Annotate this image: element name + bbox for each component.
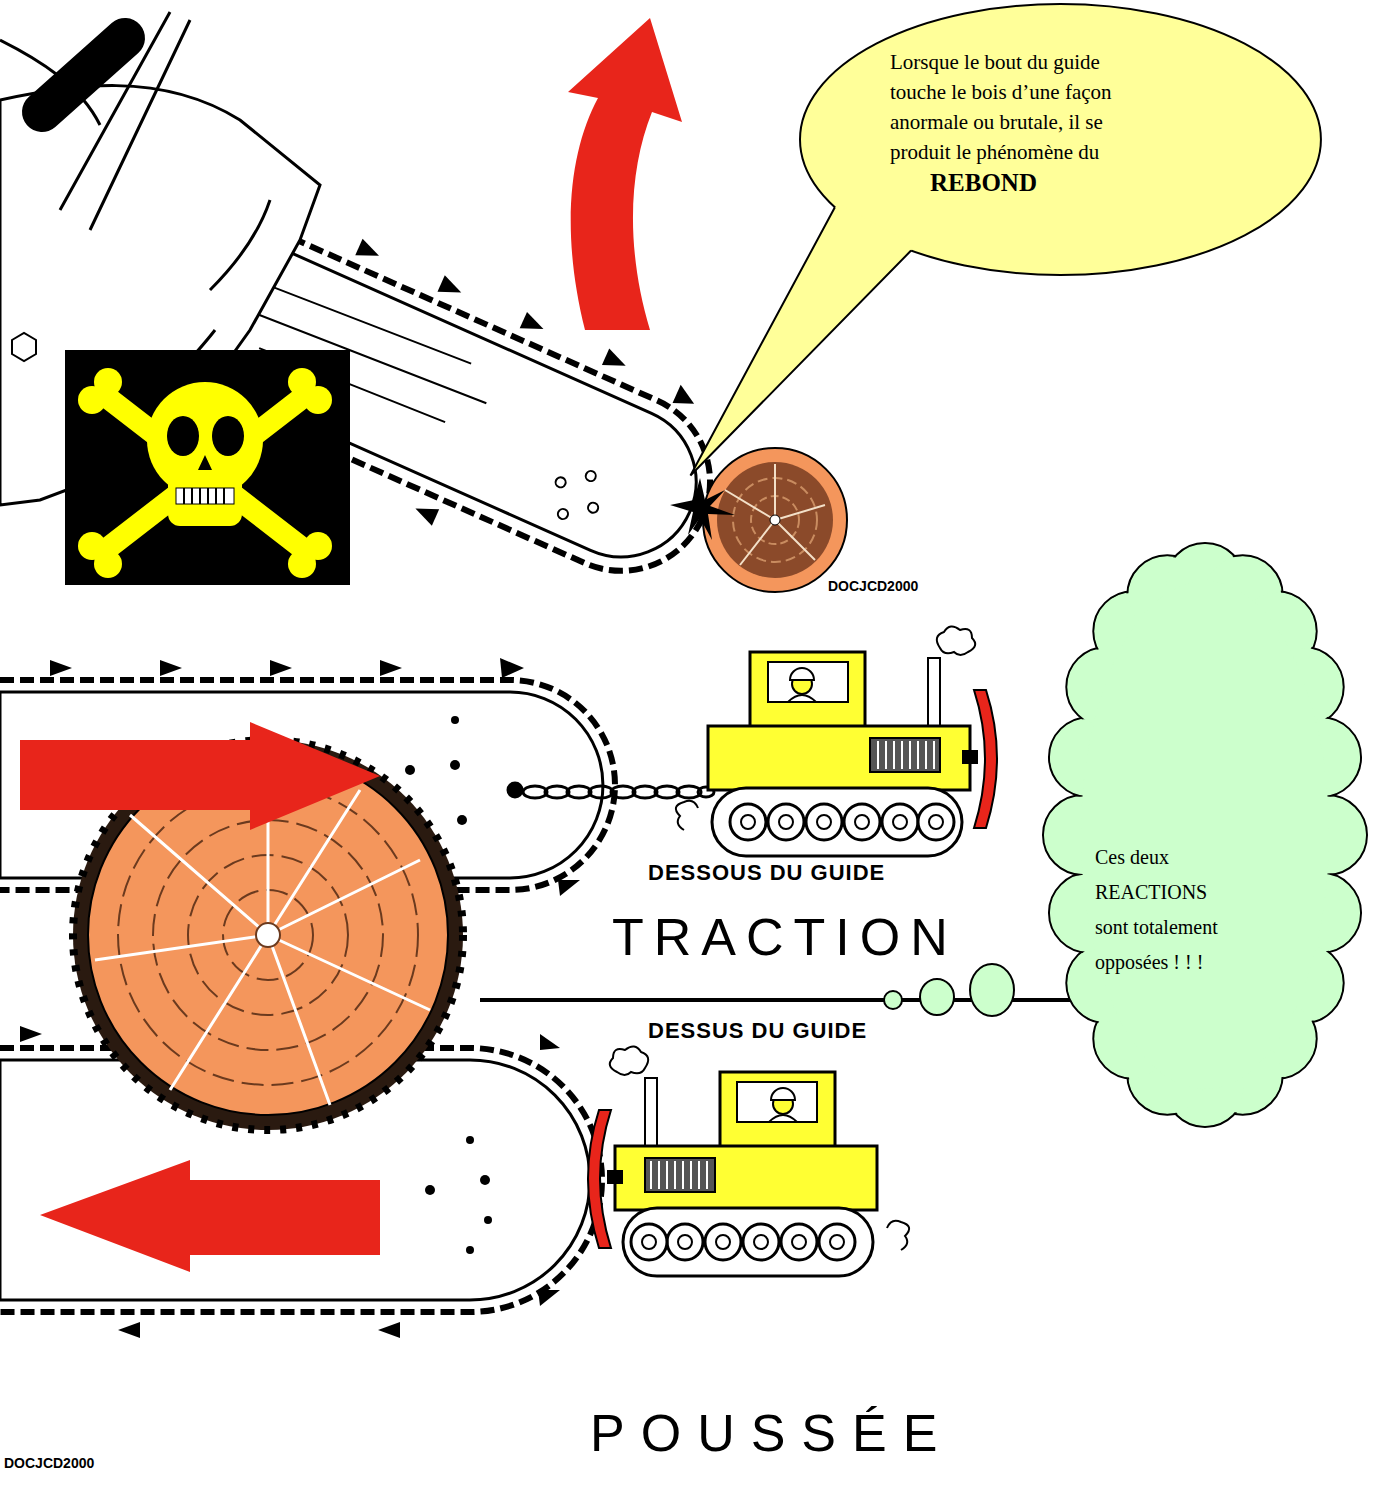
danger-skull xyxy=(184,488,224,504)
guide-bar xyxy=(450,760,460,770)
danger-skull xyxy=(288,368,316,396)
bubble-text: Ces deux REACTIONS sont totalement oppos… xyxy=(1095,840,1225,980)
chain-arrow xyxy=(520,312,547,337)
danger-skull xyxy=(78,368,332,578)
bubble-tail xyxy=(690,204,914,475)
log-end xyxy=(770,515,780,525)
traction-arrow xyxy=(20,722,380,830)
chain-arrow xyxy=(602,349,629,374)
thought-bubble xyxy=(884,991,902,1009)
tow-chain xyxy=(508,783,714,798)
watermark: DOCJCD2000 xyxy=(4,1455,94,1471)
guide-bar xyxy=(484,1216,492,1224)
tow-chain xyxy=(508,783,522,797)
chain-arrow xyxy=(270,660,292,676)
chain-arrow xyxy=(355,239,382,264)
tow-chain xyxy=(589,786,613,798)
guide-bar xyxy=(451,716,459,724)
tow-chain xyxy=(633,786,657,798)
reaction-label: POUSSÉE xyxy=(590,1404,953,1464)
guide-bar xyxy=(556,507,569,520)
guide-bar xyxy=(586,501,599,514)
text-holder: Ces deux REACTIONS sont totalement oppos… xyxy=(1095,840,1225,980)
log-end xyxy=(703,448,847,592)
guide-bar xyxy=(584,469,597,482)
tow-chain xyxy=(655,786,679,798)
danger-skull xyxy=(65,350,350,585)
cloud-fill xyxy=(1081,581,1329,1089)
bar-side-label: DESSOUS DU GUIDE xyxy=(648,860,885,885)
bar-side-label: DESSUS DU GUIDE xyxy=(648,1018,867,1043)
thought-cloud: Ces deux REACTIONS sont totalement oppos… xyxy=(1040,540,1370,1130)
thought-cloud-outline xyxy=(1040,540,1370,1130)
guide-bar xyxy=(425,1185,435,1195)
thought-bubble xyxy=(970,964,1014,1016)
text-holder: Lorsque le bout du guide touche le bois … xyxy=(890,47,1185,199)
chain-arrow xyxy=(538,1290,560,1306)
danger-skull xyxy=(94,368,122,396)
impact-star xyxy=(670,478,735,540)
tow-chain xyxy=(523,786,547,798)
danger-skull xyxy=(288,550,316,578)
bubble-tail xyxy=(690,207,911,475)
danger-skull xyxy=(65,350,350,585)
cloud-outline xyxy=(1043,543,1367,1127)
guide-bar xyxy=(405,765,415,775)
danger-skull xyxy=(168,468,242,526)
log-end xyxy=(256,923,280,947)
guide-bar xyxy=(480,1175,490,1185)
chain-arrow xyxy=(558,880,580,896)
thought-bubble xyxy=(920,979,954,1015)
guide-bar xyxy=(466,1246,474,1254)
chain-arrow xyxy=(118,1322,140,1338)
guide-bar xyxy=(466,1136,474,1144)
reaction-label: TRACTION xyxy=(612,908,958,968)
guide-bar xyxy=(425,1136,492,1254)
thought-bubble xyxy=(884,964,1014,1016)
guide-bar xyxy=(554,476,567,489)
chain-arrow xyxy=(50,660,72,676)
chain-arrow xyxy=(20,1026,42,1042)
guide-bar xyxy=(543,459,611,530)
log-end xyxy=(725,464,825,565)
bubble-heading: REBOND xyxy=(890,167,1185,199)
log-end xyxy=(717,462,833,578)
speech-bubble: Lorsque le bout du guide touche le bois … xyxy=(798,2,1323,277)
danger-skull xyxy=(176,488,234,504)
chain-arrow xyxy=(378,1322,400,1338)
danger-skull xyxy=(198,455,212,470)
tow-chain xyxy=(611,786,635,798)
chain-arrow xyxy=(380,660,402,676)
chain-arrow xyxy=(160,660,182,676)
guide-bar xyxy=(457,815,467,825)
tow-chain xyxy=(567,786,591,798)
log-end xyxy=(703,448,847,592)
chainsaw-body xyxy=(12,333,36,361)
chain-arrow xyxy=(540,1034,560,1050)
bulldozer xyxy=(588,1046,909,1276)
bulldozer xyxy=(676,626,997,856)
danger-skull xyxy=(94,550,122,578)
kickback-arrow xyxy=(568,18,682,330)
push-arrow xyxy=(40,1160,380,1272)
danger-skull xyxy=(212,416,244,456)
chain-arrow xyxy=(437,275,464,300)
chain-arrow xyxy=(673,385,699,411)
cloud-fill xyxy=(1045,545,1366,1126)
chain-arrow xyxy=(412,500,439,525)
tow-chain xyxy=(545,786,569,798)
chain-arrow xyxy=(500,658,524,678)
watermark: DOCJCD2000 xyxy=(828,578,918,594)
bubble-text: Lorsque le bout du guide touche le bois … xyxy=(890,47,1145,167)
danger-skull xyxy=(167,416,199,456)
